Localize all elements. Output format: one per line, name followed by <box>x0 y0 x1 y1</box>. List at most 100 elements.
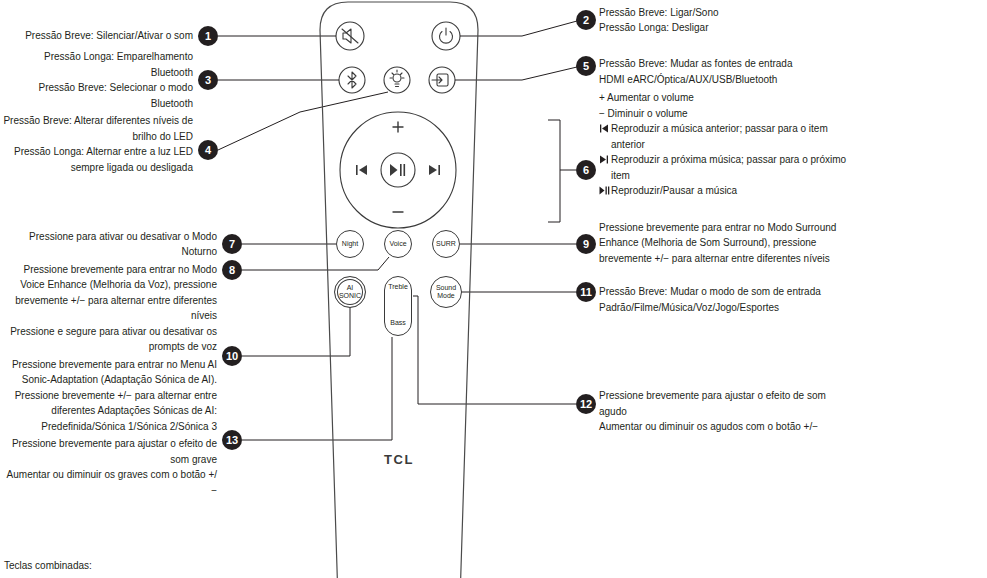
description-text: Pressione brevemente para entrar no Modo… <box>599 220 849 267</box>
play-pause-symbol <box>606 187 607 195</box>
previous-symbol <box>599 121 611 136</box>
description-text: Pressão Breve: Mudar o modo de som de en… <box>599 284 849 300</box>
description-text: Pressione brevemente para entrar no Modo… <box>2 262 217 324</box>
input-button <box>429 67 455 93</box>
description-group: Pressão Breve: Mudar o modo de som de en… <box>599 284 849 315</box>
description-text: Pressão Longa: Emparelhamento Bluetooth <box>2 49 193 80</box>
surr-button: SURR <box>432 230 460 258</box>
description-text: Reproduzir a música anterior; passar par… <box>611 121 849 152</box>
button-label: Bass <box>390 319 406 327</box>
description-text: Pressione brevemente para ajustar o efei… <box>599 388 849 419</box>
description-group: Pressão Breve: Silenciar/Ativar o som <box>2 28 193 44</box>
treble-bass-rocker: TrebleBass <box>384 276 412 336</box>
button-label: Voice <box>389 240 406 248</box>
callout-number: 6 <box>576 160 596 180</box>
pause-icon <box>400 164 402 176</box>
description-text: Reproduzir/Pausar a música <box>611 183 849 199</box>
play-pause-symbol <box>608 187 609 195</box>
callout-number: 13 <box>222 430 242 450</box>
remote-body: TCL Night Voice SURR AI SONIC TrebleBass Sound… <box>318 0 480 578</box>
description-text: − Diminuir o volume <box>599 106 849 122</box>
play-pause-button <box>381 153 415 187</box>
description-group: + Aumentar o volume − Diminuir o volume … <box>599 90 849 199</box>
previous-symbol <box>600 125 601 133</box>
description-text: Pressione brevemente para entrar no Menu… <box>2 357 217 388</box>
callout-number: 5 <box>576 56 596 76</box>
description-text: Pressão Breve: Selecionar o modo Bluetoo… <box>2 80 193 111</box>
leader-line <box>413 296 576 404</box>
button-label: Treble <box>388 283 408 291</box>
button-label: SURR <box>436 240 456 248</box>
navigation-ring <box>340 112 456 228</box>
description-group: Pressione brevemente para entrar no Modo… <box>599 220 849 267</box>
description-text: Pressão Longa: Desligar <box>599 20 849 36</box>
play-icon <box>390 164 398 176</box>
ai-sonic-button: AI SONIC <box>334 276 366 308</box>
description-group: Pressão Breve: Alterar diferentes níveis… <box>2 113 193 175</box>
button-icons <box>342 28 453 212</box>
bluetooth-icon <box>348 72 356 88</box>
power-icon <box>445 28 446 35</box>
leader-line <box>242 257 389 270</box>
description-text: Pressão Longa: Alternar entre a luz LED … <box>2 144 193 175</box>
description-text: Aumentar ou diminuir os agudos com o bot… <box>599 419 849 435</box>
night-button: Night <box>336 230 364 258</box>
callout-number: 4 <box>198 140 218 160</box>
input-arrow <box>432 77 442 83</box>
description-row: Reproduzir a próxima música; passar para… <box>599 152 849 183</box>
brand-logo: TCL <box>318 452 480 468</box>
leader-line <box>218 36 336 37</box>
description-group: Pressão Breve: Ligar/Sono Pressão Longa:… <box>599 5 849 36</box>
led-icon <box>393 74 401 82</box>
play-pause-symbol <box>599 183 611 198</box>
bluetooth-button <box>339 67 365 93</box>
mute-slash <box>342 29 358 43</box>
description-text: Pressione brevemente +/− para alternar e… <box>2 388 217 435</box>
description-text: Pressione brevemente para ajustar o efei… <box>2 436 217 467</box>
power-button <box>432 22 460 50</box>
description-row: Reproduzir a música anterior; passar par… <box>599 121 849 152</box>
description-text: + Aumentar o volume <box>599 90 849 106</box>
next-symbol <box>600 156 606 164</box>
remote-outline <box>320 2 478 578</box>
previous-symbol <box>602 125 608 133</box>
callout-number: 2 <box>576 10 596 30</box>
button-label: AI SONIC <box>337 284 363 299</box>
description-group: Pressão Longa: Emparelhamento Bluetooth … <box>2 49 193 111</box>
description-group: Pressione brevemente para entrar no Modo… <box>2 262 217 355</box>
button-label: Sound Mode <box>433 284 459 299</box>
leader-line <box>455 67 577 80</box>
volume-minus-icon <box>393 211 403 212</box>
callout-number: 11 <box>576 282 596 302</box>
button-label: Night <box>342 240 358 248</box>
previous-icon <box>359 165 367 175</box>
leader-line <box>218 92 388 150</box>
description-text: HDMI eARC/Óptica/AUX/USB/Bluetooth <box>599 72 849 88</box>
next-icon <box>429 165 437 175</box>
description-text: Pressão Breve: Ligar/Sono <box>599 5 849 21</box>
led-button <box>384 67 410 93</box>
leader-line <box>461 292 576 293</box>
next-symbol <box>607 156 608 164</box>
leader-line <box>242 307 350 356</box>
callout-number: 1 <box>198 26 218 46</box>
callout-number: 10 <box>222 346 242 366</box>
pause-icon <box>404 164 406 176</box>
leader-line <box>242 337 392 440</box>
voice-button: Voice <box>384 230 412 258</box>
description-group: Pressione brevemente para entrar no Menu… <box>2 357 217 435</box>
leader-lines <box>218 21 577 440</box>
description-text: Pressione para ativar ou desativar o Mod… <box>2 229 217 260</box>
callout-number: 3 <box>198 70 218 90</box>
button-outlines <box>336 22 460 228</box>
leader-line <box>460 244 576 245</box>
description-text: Reproduzir a próxima música; passar para… <box>611 152 849 183</box>
description-group: Pressão Breve: Mudar as fontes de entrad… <box>599 56 849 87</box>
previous-icon <box>356 165 358 175</box>
description-text: Padrão/Filme/Música/Voz/Jogo/Esportes <box>599 300 849 316</box>
description-group: Pressione brevemente para ajustar o efei… <box>2 436 217 498</box>
transport-icons <box>356 164 440 176</box>
mute-button <box>336 22 364 50</box>
callout-number: 8 <box>222 260 242 280</box>
description-group: Pressione brevemente para ajustar o efei… <box>599 388 849 435</box>
